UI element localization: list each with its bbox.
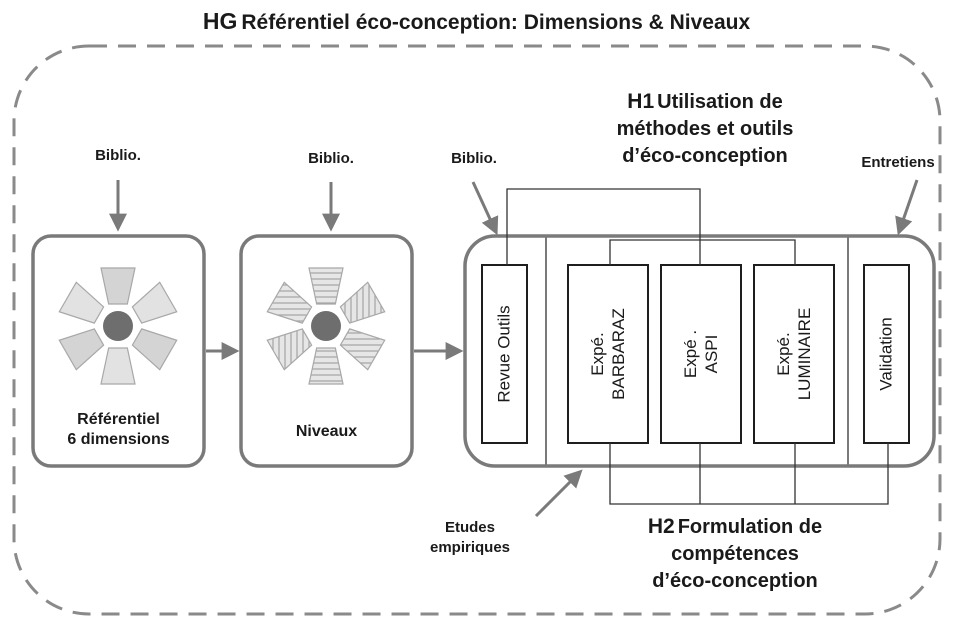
etudes-line1: Etudes (444, 519, 495, 536)
luminaire-label: Expé. LUMINAIRE (773, 308, 815, 401)
validation-label: Validation (876, 317, 896, 391)
barbaraz-label: Expé. BARBARAZ (587, 308, 629, 400)
petal (131, 281, 178, 324)
petal (100, 267, 136, 305)
petal (58, 328, 105, 371)
arrow-biblio-3 (471, 181, 499, 236)
hg-dashed-boundary (12, 44, 942, 616)
petal (308, 267, 344, 305)
aspi-box (660, 264, 742, 444)
niveaux-flower-icon (266, 267, 386, 385)
flower-center-dot (103, 311, 133, 341)
petal (339, 328, 386, 371)
petal (58, 281, 105, 324)
etudes-empiriques-label: Etudes empiriques (410, 518, 530, 558)
luminaire-box (753, 264, 835, 444)
referentiel-line1: Référentiel (77, 411, 160, 428)
barbaraz-box (567, 264, 649, 444)
niveaux-label: Niveaux (295, 423, 358, 440)
petal (131, 328, 178, 371)
h2-connectors (609, 443, 889, 505)
aspi-label: Expé . ASPI (680, 330, 722, 378)
biblio-label-1: Biblio. (95, 147, 141, 164)
referentiel-label: Référentiel 6 dimensions (33, 410, 204, 450)
h1-line1-text: Utilisation de (657, 91, 783, 113)
flower-center-dot (311, 311, 341, 341)
barbaraz-line2: BARBARAZ (609, 308, 628, 400)
aspi-line2: ASPI (702, 334, 721, 374)
referentiel-line2: 6 dimensions (67, 431, 170, 448)
luminaire-line1: Expé. (774, 332, 793, 376)
revue-outils-label: Revue Outils (494, 305, 514, 403)
h2-line3: d’éco-conception (652, 570, 818, 592)
entretiens-label: Entretiens (861, 154, 935, 171)
h1-line3: d’éco-conception (622, 145, 788, 167)
title-text: Référentiel éco-conception: Dimensions &… (241, 11, 751, 34)
biblio-label-3: Biblio. (451, 150, 497, 167)
title-code: HG (202, 8, 238, 34)
biblio-label-2: Biblio. (308, 150, 354, 167)
h1-connectors (506, 188, 796, 265)
h2-code: H2 (647, 515, 675, 538)
aspi-line1: Expé . (681, 329, 700, 379)
petal (339, 281, 386, 324)
h1-code: H1 (627, 90, 655, 113)
barbaraz-line1: Expé. (588, 332, 607, 376)
arrow-etudes-empiriques (534, 469, 583, 518)
validation-box (863, 264, 910, 444)
h1-line2: méthodes et outils (616, 118, 794, 140)
petal (266, 281, 313, 324)
etudes-line2: empiriques (429, 539, 511, 556)
h2-line2: compétences (671, 543, 799, 565)
h2-line1-text: Formulation de (677, 516, 823, 538)
petal (266, 328, 313, 371)
arrow-entretiens (895, 179, 919, 236)
revue-outils-box (481, 264, 528, 444)
petal (308, 347, 344, 385)
referentiel-6-dimensions-flower-icon (58, 267, 178, 385)
petal (100, 347, 136, 385)
luminaire-line2: LUMINAIRE (795, 307, 814, 401)
